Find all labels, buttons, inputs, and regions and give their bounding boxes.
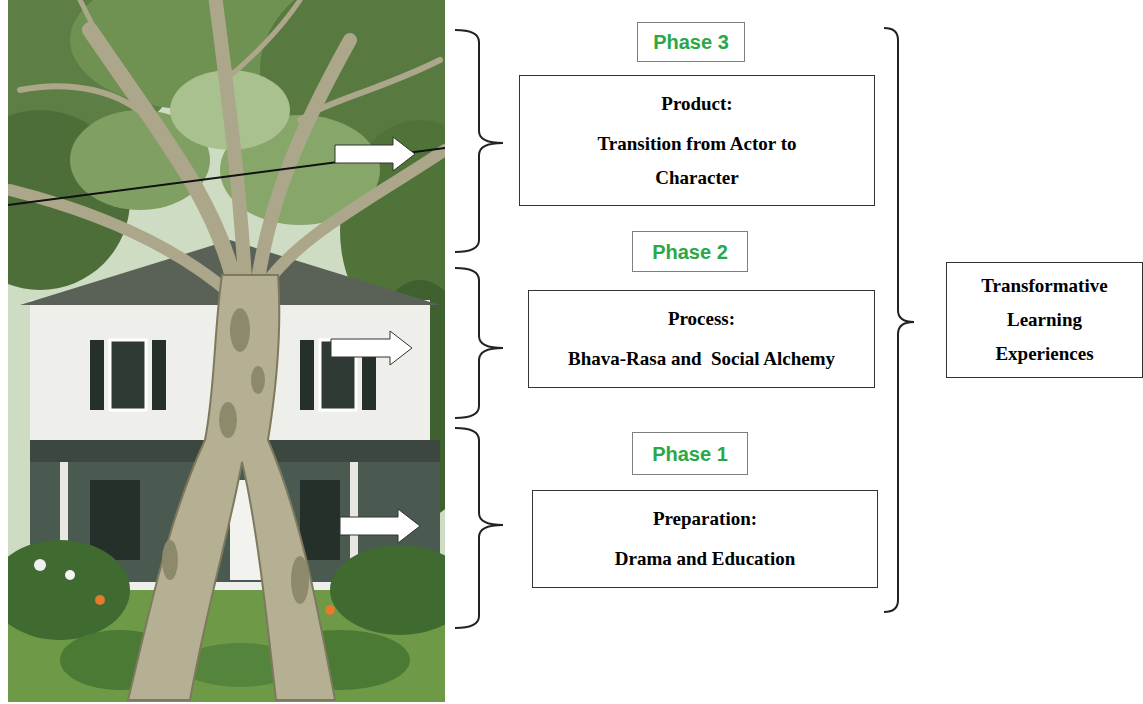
tree-twig — [20, 86, 150, 120]
shrub — [330, 545, 445, 635]
tree-twig — [300, 60, 440, 120]
window-shutter — [152, 340, 166, 410]
tree — [10, 0, 445, 295]
box-text: Bhava-Rasa and Social Alchemy — [568, 342, 835, 376]
phase-label: Phase 1 — [652, 442, 728, 466]
window-shutter — [90, 340, 104, 410]
box-heading: Preparation: — [653, 502, 757, 536]
window-shutter — [300, 340, 314, 410]
curly-brace — [455, 268, 503, 418]
shrubs — [8, 540, 445, 690]
tree-twig — [225, 0, 300, 80]
bark-patch — [219, 402, 237, 438]
flower — [34, 559, 46, 571]
tree-photo — [8, 0, 445, 702]
tree-trunk — [128, 275, 335, 700]
box-text: Transformative Learning Experiences — [961, 269, 1128, 371]
phase-label: Phase 3 — [653, 30, 729, 54]
phase-box: Product: Transition from Actor to Charact… — [519, 75, 875, 206]
bark-patch — [230, 308, 250, 352]
phase-box: Preparation: Drama and Education — [532, 490, 878, 588]
shrub — [8, 540, 130, 640]
flower — [65, 570, 75, 580]
box-heading: Product: — [661, 87, 732, 121]
block-arrow — [335, 137, 415, 171]
curly-brace — [455, 428, 503, 628]
block-arrow — [340, 509, 420, 543]
phase-box: Process: Bhava-Rasa and Social Alchemy — [528, 290, 875, 388]
tree-branch — [265, 150, 445, 285]
braces — [455, 28, 914, 628]
curly-brace — [884, 28, 914, 612]
phase-tag: Phase 3 — [637, 22, 745, 62]
white-arrows — [331, 137, 420, 543]
bark-patch — [291, 556, 309, 604]
outcome-box: Transformative Learning Experiences — [946, 262, 1143, 378]
bark-patch — [162, 540, 178, 580]
tree-branch — [10, 190, 232, 295]
phase-tag: Phase 1 — [632, 432, 748, 475]
box-text: Drama and Education — [615, 542, 796, 576]
block-arrow — [331, 331, 412, 365]
phase-tag: Phase 2 — [632, 231, 748, 272]
tree-branch — [215, 0, 245, 280]
phase-label: Phase 2 — [652, 240, 728, 264]
house-window — [110, 340, 146, 410]
flower — [95, 595, 105, 605]
bark-patch — [251, 366, 265, 394]
box-heading: Process: — [668, 302, 735, 336]
box-text: Transition from Actor to Character — [560, 127, 834, 195]
porch-window — [300, 480, 340, 560]
curly-brace — [455, 30, 503, 252]
flower — [325, 605, 335, 615]
bark-patches — [162, 308, 309, 604]
tree-twig — [80, 0, 110, 60]
